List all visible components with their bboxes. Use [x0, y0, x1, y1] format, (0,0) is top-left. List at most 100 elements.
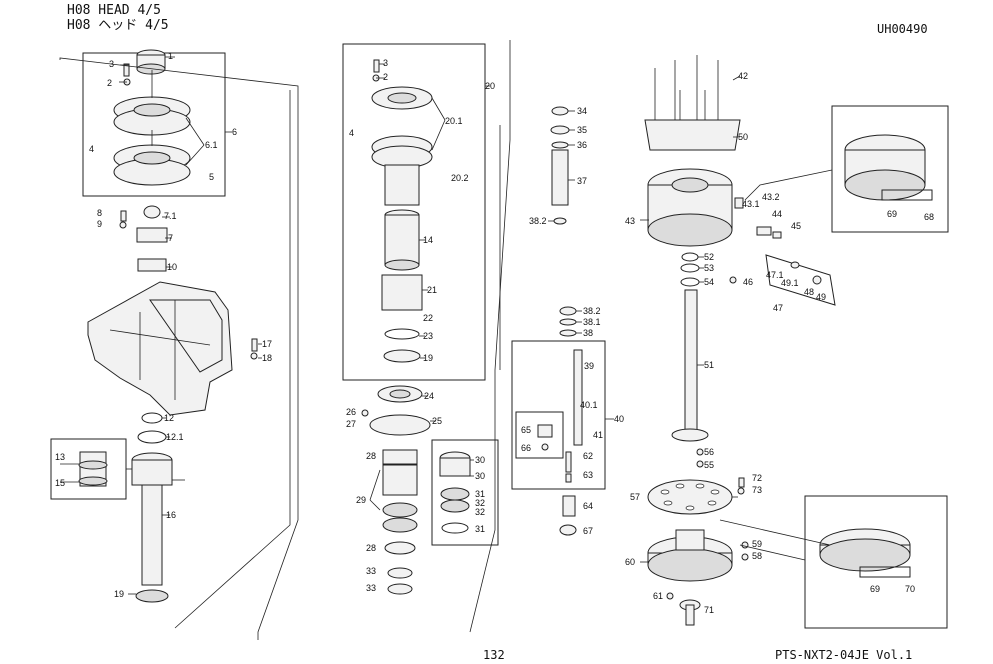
- callout-label: 10: [167, 262, 177, 272]
- callout-label: 67: [583, 526, 593, 536]
- callout-label: 58: [752, 551, 762, 561]
- callout-label: 20: [485, 81, 495, 91]
- callout-label: 41: [593, 430, 603, 440]
- callout-label: 55: [704, 460, 714, 470]
- callout-label: 64: [583, 501, 593, 511]
- callout-label: 28: [366, 451, 376, 461]
- frame-65-66: [515, 411, 564, 459]
- frame-70: [804, 495, 948, 629]
- callout-label: 69: [887, 209, 897, 219]
- callout-label: 28: [366, 543, 376, 553]
- callout-label: 7.1: [164, 211, 177, 221]
- callout-label: 17: [262, 339, 272, 349]
- callout-label: 37: [577, 176, 587, 186]
- callout-label: 12: [164, 413, 174, 423]
- callout-label: 12.1: [166, 432, 184, 442]
- callout-label: 2: [107, 78, 112, 88]
- callout-label: 47.1: [766, 270, 784, 280]
- callout-label: 20.2: [451, 173, 469, 183]
- callout-label: 73: [752, 485, 762, 495]
- callout-label: 59: [752, 539, 762, 549]
- callout-label: 6.1: [205, 140, 218, 150]
- callout-label: 38: [583, 328, 593, 338]
- callout-label: 63: [583, 470, 593, 480]
- callout-label: 47: [773, 303, 783, 313]
- callout-label: 14: [423, 235, 433, 245]
- callout-label: 32: [475, 507, 485, 517]
- callout-label: 51: [704, 360, 714, 370]
- callout-label: 6: [232, 127, 237, 137]
- callout-label: 21: [427, 285, 437, 295]
- callout-label: 43.1: [742, 199, 760, 209]
- callout-label: 16: [166, 510, 176, 520]
- callout-label: 70: [905, 584, 915, 594]
- callout-label: 43: [625, 216, 635, 226]
- title-japanese: H08 ヘッド 4/5: [67, 18, 169, 33]
- callout-label: 65: [521, 425, 531, 435]
- callout-label: 61: [653, 591, 663, 601]
- callout-label: 13: [55, 452, 65, 462]
- leader-divider-3: [469, 40, 511, 633]
- callout-label: 5: [209, 172, 214, 182]
- middle-assembly: [342, 43, 499, 595]
- callout-label: 46: [743, 277, 753, 287]
- callout-label: 38.1: [583, 317, 601, 327]
- callout-label: 52: [704, 252, 714, 262]
- callout-label: 7: [168, 233, 173, 243]
- callout-label: 30: [475, 455, 485, 465]
- drawing-code: UH00490: [877, 22, 928, 36]
- callout-label: 20.1: [445, 116, 463, 126]
- callout-label: 57: [630, 492, 640, 502]
- callout-label: 38.2: [529, 216, 547, 226]
- callout-label: 45: [791, 221, 801, 231]
- callout-label: 9: [97, 219, 102, 229]
- callout-label: 4: [89, 144, 94, 154]
- callout-label: 1: [168, 51, 173, 61]
- frame-40: [511, 340, 606, 490]
- callout-label: 32: [475, 498, 485, 508]
- callout-label: 19: [423, 353, 433, 363]
- frame-30-32: [431, 439, 499, 546]
- callout-label: 33: [366, 583, 376, 593]
- page-number: 132: [483, 648, 505, 662]
- callout-label: 8: [97, 208, 102, 218]
- callout-label: 50: [738, 132, 748, 142]
- callout-label: 36: [577, 140, 587, 150]
- callout-label: 48: [804, 287, 814, 297]
- callout-label: 60: [625, 557, 635, 567]
- callout-label: 43.2: [762, 192, 780, 202]
- callout-label: 3: [109, 59, 114, 69]
- callout-label: 27: [346, 419, 356, 429]
- callout-label: 54: [704, 277, 714, 287]
- document-reference: PTS-NXT2-04JE Vol.1: [775, 648, 913, 662]
- callout-label: 39: [584, 361, 594, 371]
- callout-labels: 1 2 3 4 6 6.1 5 8 9 7.1 7 10 17 18 12 12…: [55, 51, 934, 615]
- callout-label: 31: [475, 489, 485, 499]
- callout-label: 23: [423, 331, 433, 341]
- leader-divider-1: [59, 57, 299, 640]
- callout-label: 71: [704, 605, 714, 615]
- title-english: H08 HEAD 4/5: [67, 3, 161, 18]
- callout-label: 25: [432, 416, 442, 426]
- callout-label: 30: [475, 471, 485, 481]
- callout-label: 38.2: [583, 306, 601, 316]
- callout-label: 56: [704, 447, 714, 457]
- callout-label: 26: [346, 407, 356, 417]
- callout-label: 40.1: [580, 400, 598, 410]
- callout-label: 40: [614, 414, 624, 424]
- callout-label: 49.1: [781, 278, 799, 288]
- callout-label: 3: [383, 58, 388, 68]
- callout-label: 19: [114, 589, 124, 599]
- callout-label: 68: [924, 212, 934, 222]
- callout-label: 2: [383, 72, 388, 82]
- callout-label: 42: [738, 71, 748, 81]
- callout-label: 44: [772, 209, 782, 219]
- callout-label: 35: [577, 125, 587, 135]
- callout-label: 4: [349, 128, 354, 138]
- frame-68: [831, 105, 949, 233]
- callout-label: 15: [55, 478, 65, 488]
- center-right-assembly: [511, 106, 606, 536]
- callout-label: 34: [577, 106, 587, 116]
- callout-label: 53: [704, 263, 714, 273]
